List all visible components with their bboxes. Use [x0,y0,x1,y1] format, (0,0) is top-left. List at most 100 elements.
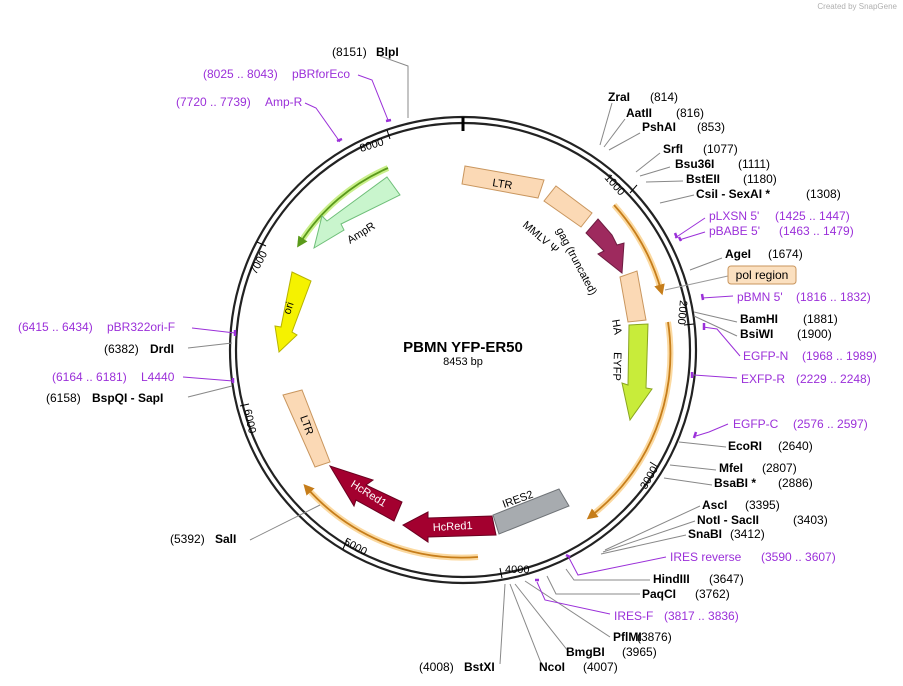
enzyme-ecori[interactable]: EcoRI(2640) [728,439,813,453]
feature-ires2 [492,488,570,535]
tick-4000 [499,567,503,579]
enzyme-asci[interactable]: AscI(3395) [702,498,780,512]
leader-snabi [600,534,687,555]
enzyme-sali[interactable]: (5392) SalI [170,532,236,546]
primer-pbrforeco-range: (8025 .. 8043) [203,67,278,81]
enzyme-aatii-name: AatII [626,106,652,120]
orf-arcs [297,165,674,561]
primer-leader-plxsn [674,217,706,239]
tick-5000 [342,539,348,550]
enzyme-pflmi[interactable]: PflMI(3876) [613,630,672,644]
primer-egfp-c[interactable]: EGFP-C(2576 .. 2597) [733,417,868,431]
enzyme-bamhi-pos: (1881) [803,312,838,326]
enzyme-ecori-pos: (2640) [778,439,813,453]
primer-leader-pbabe [678,231,706,241]
leader-ncoi [509,583,542,664]
primer-plxsn[interactable]: pLXSN 5'(1425 .. 1447) [709,209,850,223]
leader-agei [689,257,723,271]
primer-pbrforeco[interactable]: (8025 .. 8043)pBRforEco [203,67,350,81]
primer-ires-reverse[interactable]: IRES reverse(3590 .. 3607) [670,550,836,564]
pol-region-arc [613,204,665,296]
enzyme-pflmi-pos: (3876) [637,630,672,644]
enzyme-blpi[interactable]: (8151)BlpI [332,45,399,59]
enzyme-drdi[interactable]: (6382)DrdI [104,342,174,356]
tick-2000 [683,323,695,326]
feature-ha [619,270,647,323]
enzyme-hindiii[interactable]: HindIII(3647) [653,572,744,586]
enzyme-snabi[interactable]: SnaBI(3412) [688,527,765,541]
enzyme-bsiwi-name: BsiWI [740,327,773,341]
enzyme-bsabi-pos: (2886) [778,476,813,490]
enzyme-noti-sacii[interactable]: NotI - SacII(3403) [697,513,828,527]
enzyme-bsiwi-pos: (1900) [797,327,832,341]
enzyme-mfei-pos: (2807) [762,461,797,475]
enzyme-ncoi-name: NcoI [539,660,565,674]
feature-ori-label: ori [281,301,296,316]
enzyme-agei-name: AgeI [725,247,751,261]
primer-exfp-r[interactable]: EXFP-R (2229 .. 2248) [741,372,871,386]
enzyme-agei[interactable]: AgeI (1674) [725,247,803,261]
primer-pbr322ori-f-name: pBR322ori-F [107,320,175,334]
enzyme-zrai[interactable]: ZraI(814) [608,90,678,104]
leader-aatii [603,118,626,148]
enzyme-mfei-name: MfeI [719,461,743,475]
enzyme-paqci[interactable]: PaqCI(3762) [642,587,730,601]
primer-pbmn[interactable]: pBMN 5'(1816 .. 1832) [737,290,871,304]
plasmid-name: PBMN YFP-ER50 [403,339,523,356]
leader-srfi [635,152,661,173]
primer-pbabe[interactable]: pBABE 5' (1463 .. 1479) [709,224,854,238]
plasmid-length: 8453 bp [443,356,483,368]
enzyme-blpi-name: BlpI [376,45,399,59]
enzyme-bstxi-pos: (4008) [419,660,454,674]
primer-mark-pbrforeco [385,118,392,123]
primer-leader-pbmn [701,295,734,299]
primer-exfp-r-range: (2229 .. 2248) [796,372,871,386]
primer-leader-pbrforeco [357,74,389,121]
enzyme-snabi-name: SnaBI [688,527,722,541]
enzyme-bspqi-sapi[interactable]: (6158)BspQI - SapI [46,391,163,405]
enzyme-srfi-name: SrfI [663,142,683,156]
enzyme-sali-name: SalI [215,532,236,546]
primer-l4440[interactable]: (6164 .. 6181)L4440 [52,370,175,384]
primer-egfp-n-name: EGFP-N [743,349,788,363]
primer-plxsn-name: pLXSN 5' [709,209,759,223]
feature-ha-label: HA [609,318,624,336]
enzyme-ncoi[interactable]: NcoI(4007) [539,660,618,674]
tick-label-4000: 4000 [505,564,529,576]
enzyme-srfi[interactable]: SrfI(1077) [663,142,738,156]
leader-csii [659,194,695,204]
primer-pbabe-name: pBABE 5' [709,224,760,238]
enzyme-csii-sexai[interactable]: CsiI - SexAI *(1308) [696,187,841,201]
enzyme-mfei[interactable]: MfeI (2807) [719,461,797,475]
snapgene-credit: Created by SnapGene [817,2,897,11]
orf-arc-4 [297,167,389,248]
primer-pbabe-range: (1463 .. 1479) [779,224,854,238]
enzyme-bamhi[interactable]: BamHI (1881) [740,312,838,326]
primer-egfp-n[interactable]: EGFP-N(1968 .. 1989) [743,349,877,363]
tick-8000 [386,129,391,140]
enzyme-bsabi[interactable]: BsaBI *(2886) [714,476,813,490]
enzyme-pshai[interactable]: PshAI(853) [642,120,725,134]
primer-amp-r[interactable]: (7720 .. 7739)Amp-R [176,95,303,109]
enzyme-sali-pos: (5392) [170,532,205,546]
enzyme-bamhi-name: BamHI [740,312,778,326]
primer-pbr322ori-f[interactable]: (6415 .. 6434) pBR322ori-F [18,320,175,334]
enzyme-bsiwi[interactable]: BsiWI (1900) [740,327,832,341]
primer-mark-amp-r [336,137,343,143]
primer-leader-amp-r [304,102,341,143]
primer-exfp-r-name: EXFP-R [741,372,785,386]
enzyme-bstxi[interactable]: (4008)BstXI [419,660,495,674]
primer-ires-f[interactable]: IRES-F (3817 .. 3836) [614,609,739,623]
enzyme-pflmi-name: PflMI [613,630,642,644]
pol-region-leader [664,275,729,291]
enzyme-aatii[interactable]: AatII(816) [626,106,704,120]
feature-hcred1-2 [402,511,497,543]
primer-pbr322ori-f-range: (6415 .. 6434) [18,320,93,334]
primer-ires-f-range: (3817 .. 3836) [664,609,739,623]
enzyme-bsu36i[interactable]: Bsu36I(1111) [675,157,770,171]
primer-ires-f-name: IRES-F [614,609,653,623]
enzyme-bsteii[interactable]: BstEII(1180) [686,172,777,186]
enzyme-bmgbi[interactable]: BmgBI(3965) [566,645,657,659]
enzyme-agei-pos: (1674) [768,247,803,261]
